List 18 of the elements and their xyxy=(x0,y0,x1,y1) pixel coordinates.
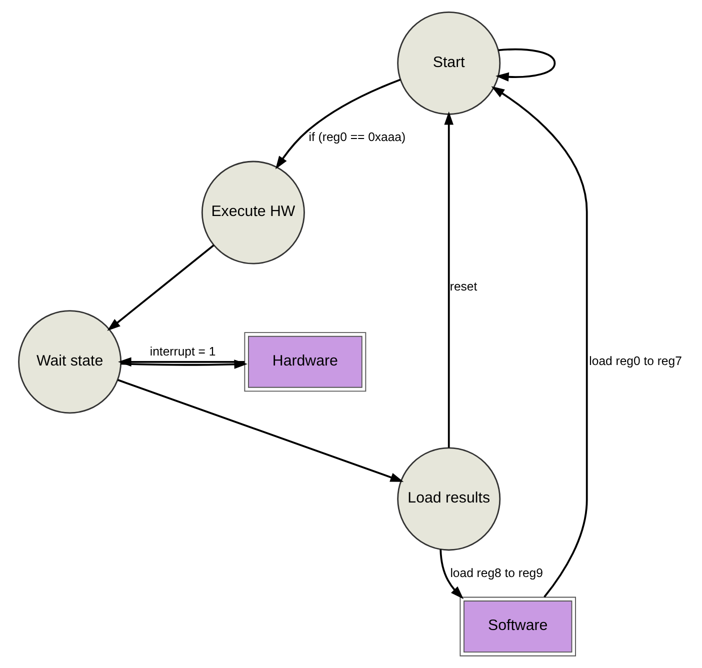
edge-label: if (reg0 == 0xaaa) xyxy=(308,130,406,144)
arrow xyxy=(117,379,404,482)
arrow xyxy=(106,244,214,331)
arrow xyxy=(444,111,453,448)
node-circle: Start xyxy=(396,11,500,115)
arrow xyxy=(490,86,588,598)
edge-label: reset xyxy=(449,279,477,294)
arrow xyxy=(118,357,244,367)
edge-label: interrupt = 1 xyxy=(149,344,216,359)
node-box: Software xyxy=(459,596,576,656)
arrow xyxy=(495,48,556,82)
arrow xyxy=(274,78,400,170)
node-circle: Load results xyxy=(396,447,500,551)
edge-label: load reg8 to reg9 xyxy=(450,566,542,580)
arrow xyxy=(439,549,464,600)
node-box: Hardware xyxy=(244,332,366,392)
edge-label: load reg0 to reg7 xyxy=(588,354,682,368)
node-circle: Execute HW xyxy=(200,160,304,264)
